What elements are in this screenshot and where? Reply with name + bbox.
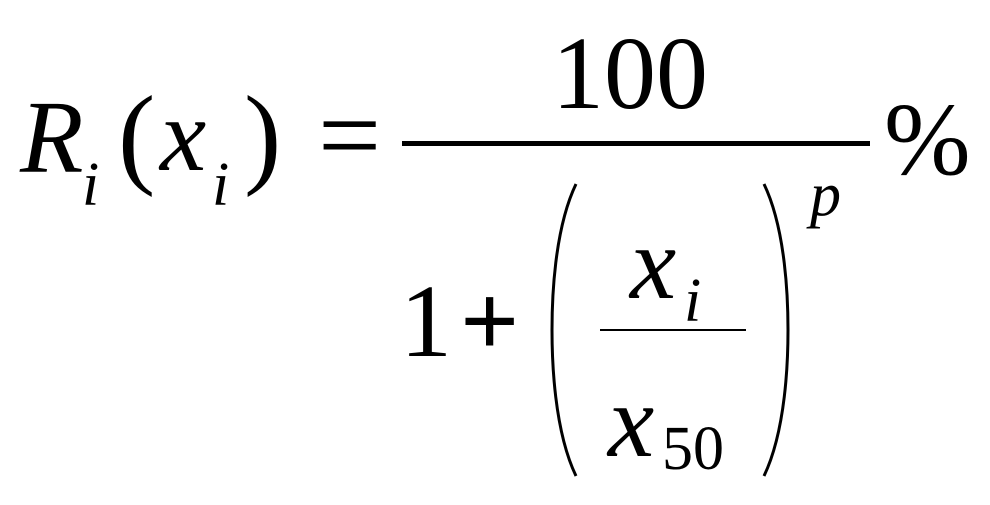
- plus-sign: +: [460, 264, 520, 379]
- main-fraction-bar: [402, 141, 870, 146]
- inner-denominator-x: x: [608, 364, 655, 479]
- inner-numerator-subscript-i: i: [684, 267, 702, 335]
- open-paren: (: [118, 74, 156, 198]
- denominator-one: 1: [400, 264, 452, 379]
- function-subscript-i: i: [82, 151, 100, 219]
- close-paren: ): [244, 74, 282, 198]
- numerator-100: 100: [552, 16, 708, 131]
- inner-numerator-x: x: [630, 206, 677, 321]
- function-symbol-r: R: [20, 80, 84, 195]
- left-big-paren: [550, 183, 578, 477]
- right-big-paren: [762, 183, 790, 477]
- argument-x: x: [160, 78, 207, 193]
- inner-fraction-bar: [600, 329, 746, 331]
- inner-denominator-subscript-50: 50: [662, 415, 724, 483]
- percent-sign: %: [884, 82, 971, 197]
- equals-sign: =: [318, 74, 382, 198]
- exponent-p: p: [810, 161, 841, 229]
- argument-subscript-i: i: [212, 151, 230, 219]
